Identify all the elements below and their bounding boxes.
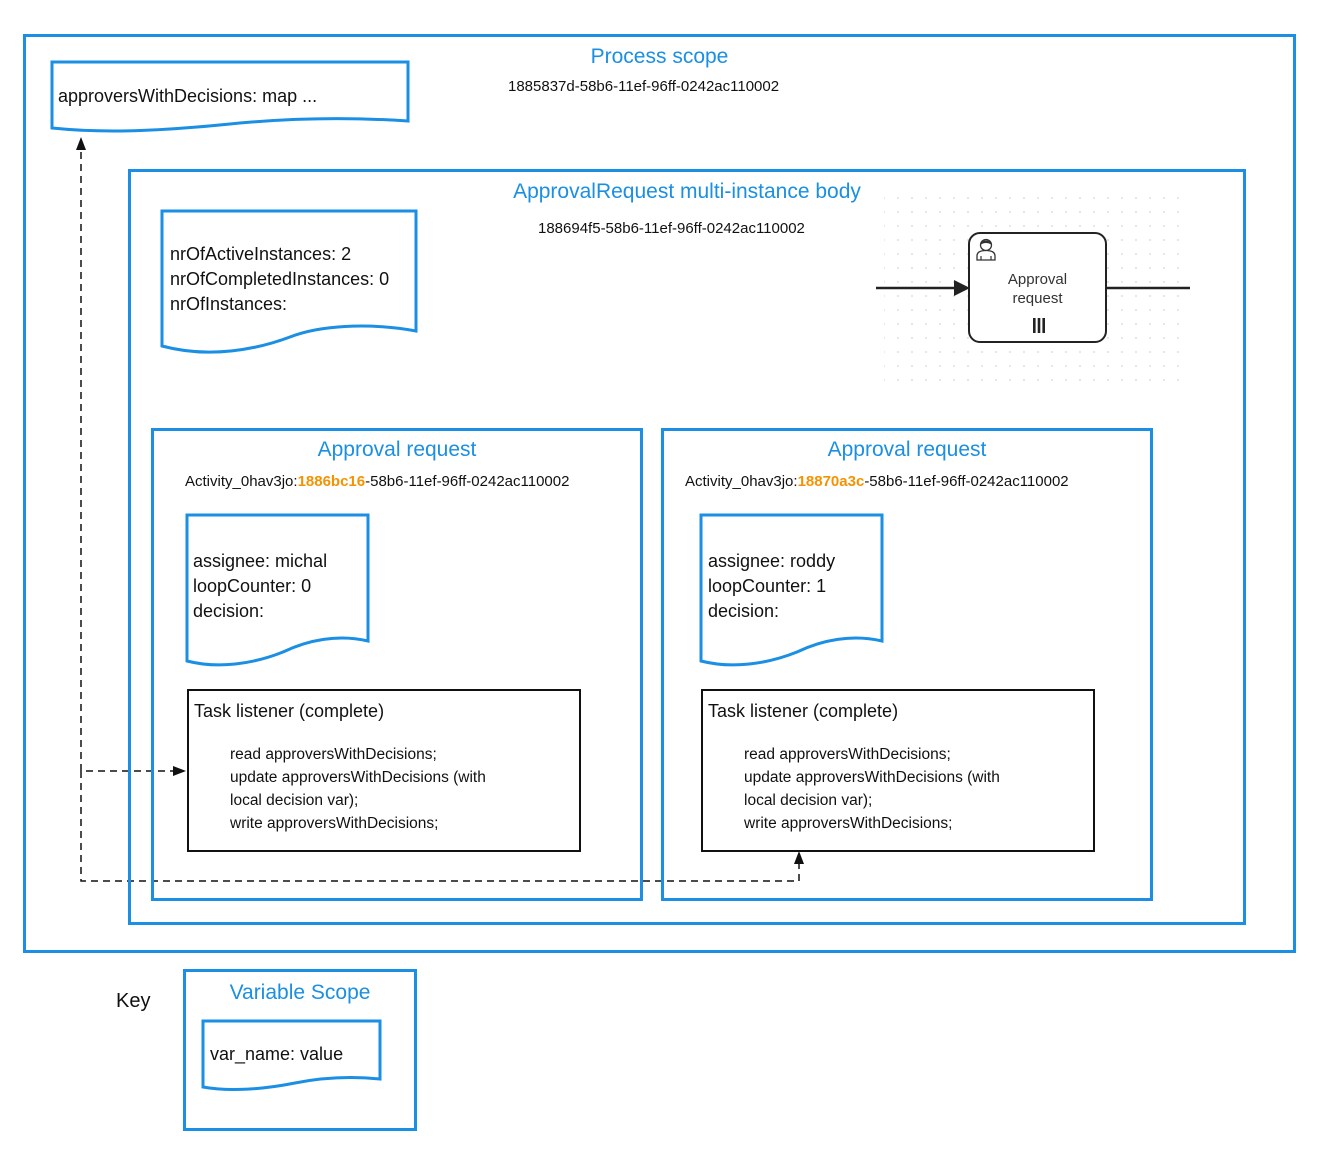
user-icon <box>976 238 996 261</box>
code-line: write approversWithDecisions; <box>230 815 439 832</box>
write-connector-to-listener-2 <box>80 771 800 882</box>
variable-line: assignee: michal <box>193 551 328 571</box>
instance-2-variables-document <box>699 513 884 667</box>
arrowhead-to-listener-1 <box>173 766 186 776</box>
instance-2-variables: assignee: roddy loopCounter: 1 decision: <box>708 549 835 624</box>
instance-2-id: Activity_0hav3jo:18870a3c-58b6-11ef-96ff… <box>685 473 1069 490</box>
bpmn-approval-request-task[interactable]: Approval request <box>968 232 1107 343</box>
listener-code: read approversWithDecisions; update appr… <box>744 743 1000 835</box>
process-variables-document <box>50 60 410 133</box>
instance-2-title: Approval request <box>827 438 987 461</box>
instance-id-suffix: -58b6-11ef-96ff-0242ac110002 <box>365 473 570 490</box>
variable-line: decision: <box>708 601 780 621</box>
multi-instance-variables-document <box>160 209 418 354</box>
instance-id-prefix: Activity_0hav3jo: <box>685 473 798 490</box>
task-label-line: request <box>1012 290 1063 307</box>
code-line: write approversWithDecisions; <box>744 815 953 832</box>
multi-instance-body-scope <box>128 169 1246 925</box>
instance-1-task-listener: Task listener (complete) read approversW… <box>187 689 581 852</box>
process-scope-title: Process scope <box>590 45 729 68</box>
key-label: Key <box>116 990 151 1012</box>
process-variable-line: approversWithDecisions: map ... <box>58 86 318 106</box>
multi-instance-body-title: ApprovalRequest multi-instance body <box>513 180 861 203</box>
instance-1-variables: assignee: michal loopCounter: 0 decision… <box>193 549 327 624</box>
multi-instance-variables: nrOfActiveInstances: 2 nrOfCompletedInst… <box>170 242 389 317</box>
instance-1-title: Approval request <box>317 438 477 461</box>
variable-line: nrOfActiveInstances: 2 <box>170 244 352 264</box>
key-scope-title: Variable Scope <box>229 981 371 1004</box>
code-line: update approversWithDecisions (with <box>744 769 1000 786</box>
variable-line: loopCounter: 1 <box>708 576 827 596</box>
process-scope-id: 1885837d-58b6-11ef-96ff-0242ac110002 <box>508 78 780 95</box>
task-label-line: Approval <box>1007 271 1068 288</box>
listener-code: read approversWithDecisions; update appr… <box>230 743 486 835</box>
instance-id-highlight: 1886bc16 <box>297 473 366 490</box>
instance-1-variables-document <box>185 513 370 667</box>
key-variable-line: var_name: value <box>210 1044 344 1064</box>
code-line: read approversWithDecisions; <box>744 746 951 763</box>
arrowhead-to-listener-2 <box>794 851 804 864</box>
task-label: Approval request <box>970 270 1105 308</box>
listener-title: Task listener (complete) <box>708 701 899 721</box>
variable-line: loopCounter: 0 <box>193 576 312 596</box>
variable-line: nrOfInstances: <box>170 294 288 314</box>
code-line: update approversWithDecisions (with <box>230 769 486 786</box>
instance-id-highlight: 18870a3c <box>797 473 865 490</box>
key-scope-sample <box>183 969 417 1131</box>
bpmn-incoming-arrowhead <box>954 280 970 296</box>
instance-2-task-listener: Task listener (complete) read approversW… <box>701 689 1095 852</box>
parallel-multi-instance-icon <box>1033 318 1045 333</box>
code-line: read approversWithDecisions; <box>230 746 437 763</box>
variable-line: nrOfCompletedInstances: 0 <box>170 269 390 289</box>
instance-id-suffix: -58b6-11ef-96ff-0242ac110002 <box>864 473 1069 490</box>
listener-title: Task listener (complete) <box>194 701 385 721</box>
code-line: local decision var); <box>230 792 359 809</box>
process-scope <box>23 34 1296 953</box>
code-line: local decision var); <box>744 792 873 809</box>
instance-2-scope <box>661 428 1153 901</box>
arrowhead-to-process-variables <box>76 137 86 150</box>
instance-1-scope <box>151 428 643 901</box>
instance-id-prefix: Activity_0hav3jo: <box>185 473 298 490</box>
key-variable-document <box>201 1019 382 1091</box>
variable-line: assignee: roddy <box>708 551 836 571</box>
variable-line: decision: <box>193 601 265 621</box>
multi-instance-body-id: 188694f5-58b6-11ef-96ff-0242ac110002 <box>538 220 805 237</box>
instance-1-id: Activity_0hav3jo:1886bc16-58b6-11ef-96ff… <box>185 473 569 490</box>
